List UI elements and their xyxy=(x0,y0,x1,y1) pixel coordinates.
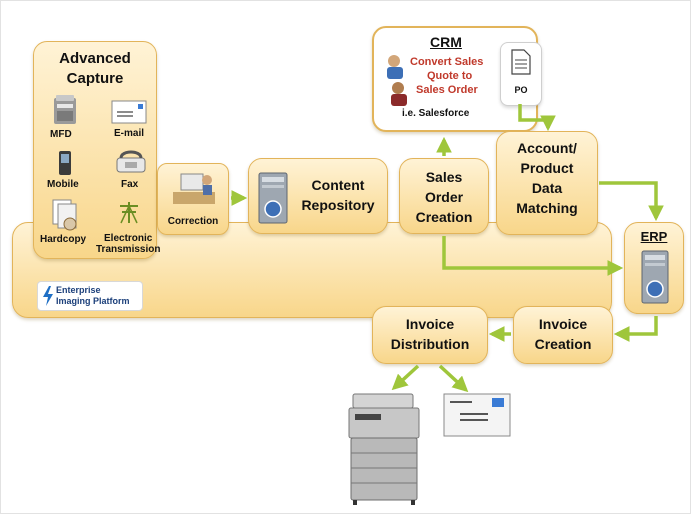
po-label: PO xyxy=(514,85,528,95)
content-repository-line1: Content xyxy=(311,177,365,193)
account-matching-line4: Matching xyxy=(516,200,578,216)
mobile-icon xyxy=(59,151,71,175)
crm-example: i.e. Salesforce xyxy=(402,108,470,119)
email-icon xyxy=(111,100,147,124)
fax-label: Fax xyxy=(121,179,139,190)
arrow-erp-to-invoice-creation xyxy=(613,316,658,342)
sales-order-line3: Creation xyxy=(415,209,473,225)
hardcopy-label: Hardcopy xyxy=(40,234,87,245)
arrow-distribution-to-envelope xyxy=(438,364,469,393)
invoice-distribution-box: Invoice Distribution xyxy=(372,306,488,364)
mobile-label: Mobile xyxy=(47,179,79,190)
electronic-transmission-label-line2: Transmission xyxy=(96,244,161,255)
envelope-icon xyxy=(443,393,511,437)
crm-line1: Convert Sales xyxy=(410,56,484,68)
email-label: E-mail xyxy=(114,128,145,139)
erp-box: ERP xyxy=(624,222,684,314)
crm-line2: Quote to xyxy=(427,70,473,82)
sales-order-line1: Sales xyxy=(425,169,463,185)
mfd-label: MFD xyxy=(50,129,72,140)
crm-line3: Sales Order xyxy=(416,84,478,96)
electronic-transmission-icon xyxy=(120,202,138,224)
erp-server-icon xyxy=(641,250,669,304)
advanced-capture-title-line2: Capture xyxy=(66,70,124,87)
account-matching-line3: Data xyxy=(531,180,563,196)
po-document: PO xyxy=(500,42,542,106)
correction-box: Correction xyxy=(157,163,229,235)
content-repository-line2: Repository xyxy=(301,197,375,213)
correction-label: Correction xyxy=(167,216,219,227)
hardcopy-icon xyxy=(52,199,77,231)
invoice-creation-line1: Invoice xyxy=(538,316,588,332)
enterprise-imaging-platform-logo: Enterprise Imaging Platform xyxy=(37,281,143,311)
mfd-icon xyxy=(54,95,76,124)
correction-workstation-icon xyxy=(173,173,215,204)
electronic-transmission-label-line1: Electronic xyxy=(104,233,153,244)
erp-title: ERP xyxy=(640,229,668,244)
sales-order-creation-box: Sales Order Creation xyxy=(399,158,489,234)
crm-title: CRM xyxy=(430,34,462,50)
repository-server-icon xyxy=(258,172,288,224)
advanced-capture-title-line1: Advanced xyxy=(59,50,131,67)
invoice-creation-box: Invoice Creation xyxy=(513,306,613,364)
account-matching-line2: Product xyxy=(520,160,574,176)
arrow-distribution-to-printer xyxy=(391,364,420,391)
sales-order-line2: Order xyxy=(424,189,464,205)
platform-logo-line2: Imaging Platform xyxy=(56,296,130,306)
arrow-matching-to-erp xyxy=(599,181,664,222)
fax-icon xyxy=(116,150,146,173)
platform-logo-icon xyxy=(43,286,53,306)
po-document-icon xyxy=(511,49,531,75)
account-matching-line1: Account/ xyxy=(517,140,577,156)
invoice-creation-line2: Creation xyxy=(534,336,592,352)
invoice-distribution-line1: Invoice xyxy=(405,316,455,332)
printer-icon xyxy=(348,393,420,505)
invoice-distribution-line2: Distribution xyxy=(390,336,470,352)
platform-logo-line1: Enterprise xyxy=(56,285,101,295)
crm-users-icon xyxy=(387,55,407,106)
account-product-matching-box: Account/ Product Data Matching xyxy=(496,131,598,235)
content-repository-box: Content Repository xyxy=(248,158,388,234)
